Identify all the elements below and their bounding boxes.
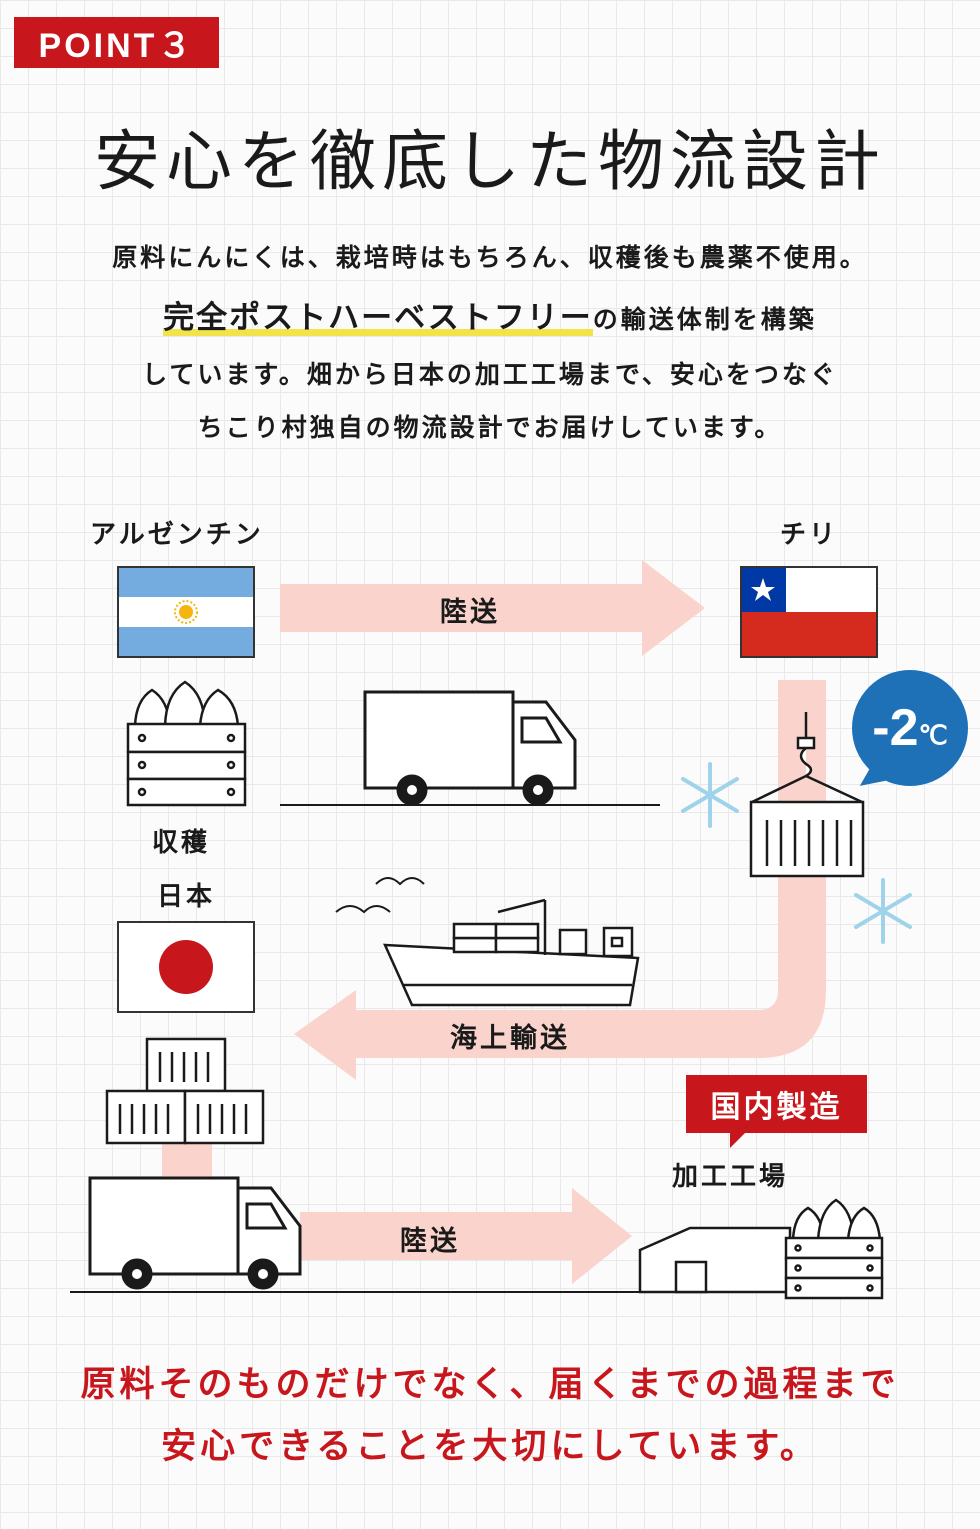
truck-icon-2: [70, 1176, 640, 1293]
arrow-domestic-link: [162, 1140, 212, 1180]
arrow-land-2: [300, 1188, 632, 1284]
stacked-containers-icon: [105, 1037, 265, 1145]
label-argentina: アルゼンチン: [90, 520, 264, 550]
domestic-tag-tail: [730, 1130, 748, 1148]
garlic-crate-icon: [126, 680, 247, 807]
temperature-bubble: -2℃: [852, 670, 968, 786]
label-land-transport-1: 陸送: [440, 597, 500, 628]
intro-line-2: 完全ポストハーベストフリーの輸送体制を構築: [0, 292, 980, 337]
chile-flag-icon: [740, 566, 878, 658]
label-harvest: 収穫: [152, 828, 211, 858]
crane-container-icon: [749, 712, 865, 878]
page-title: 安心を徹底した物流設計: [94, 123, 886, 200]
closing-line-2: 安心できることを大切にしています。: [161, 1427, 819, 1467]
intro-line-3: しています。畑から日本の加工工場まで、安心をつなぐ: [142, 360, 838, 389]
label-factory: 加工工場: [672, 1162, 789, 1192]
arrow-sea-route: [294, 680, 826, 1080]
temperature-value: -2: [872, 699, 919, 757]
label-land-transport-2: 陸送: [400, 1226, 460, 1257]
japan-flag-icon: [117, 921, 255, 1013]
birds-icon: [335, 877, 425, 914]
closing-line-1: 原料そのものだけでなく、届くまでの過程まで: [80, 1365, 900, 1405]
truck-icon-1: [280, 690, 660, 806]
highlight-postharvest-free: 完全ポストハーベストフリー: [163, 300, 593, 336]
argentina-flag-icon: [117, 566, 255, 658]
temperature-unit: ℃: [918, 719, 948, 750]
intro-line-2-rest: の輸送体制を構築: [592, 305, 817, 334]
factory-garlic-crate-icon: [784, 1198, 884, 1300]
snowflake-icon-1: [681, 762, 739, 828]
label-japan: 日本: [157, 882, 216, 912]
label-chile: チリ: [780, 520, 839, 550]
cargo-ship-icon: [383, 898, 640, 1007]
intro-line-1: 原料にんにくは、栽培時はもちろん、収穫後も農薬不使用。: [112, 243, 868, 272]
arrow-land-1: [280, 560, 705, 656]
label-sea-transport: 海上輸送: [450, 1023, 570, 1054]
factory-icon: [638, 1226, 792, 1294]
intro-line-4: ちこり村独自の物流設計でお届けしています。: [197, 413, 783, 442]
snowflake-icon-2: [854, 878, 912, 944]
domestic-production-tag: 国内製造: [686, 1075, 867, 1133]
point-badge: POINT３: [14, 17, 219, 68]
